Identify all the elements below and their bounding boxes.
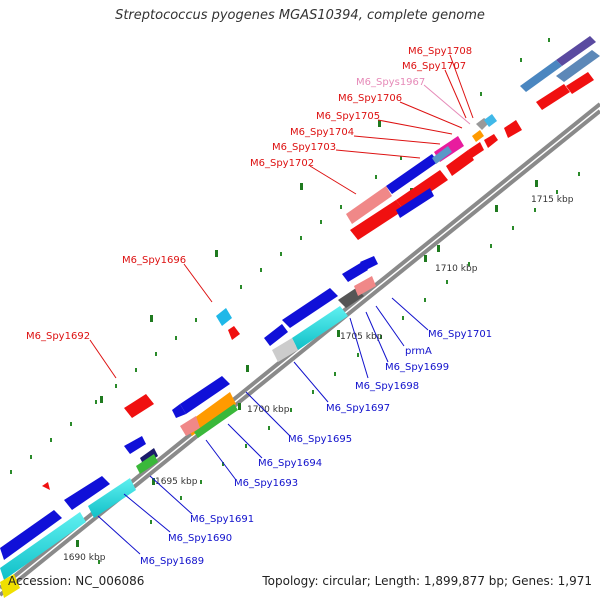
label-M6_Spy1690: M6_Spy1690: [168, 533, 232, 544]
reverse-gene-labels: M6_Spy1701 prmA M6_Spy1699 M6_Spy1698 M6…: [97, 297, 492, 567]
label-M6_Spy1698: M6_Spy1698: [355, 381, 419, 392]
label-M6_Spy1692: M6_Spy1692: [26, 331, 90, 342]
label-M6_Spy1703: M6_Spy1703: [272, 142, 336, 153]
gene-feature: [446, 150, 474, 176]
gene-feature: [536, 84, 570, 110]
inner-track-genes[interactable]: [0, 72, 594, 598]
genome-summary: Topology: circular; Length: 1,899,877 bp…: [262, 574, 592, 588]
guide-dots: [10, 38, 580, 564]
label-M6_Spy1705: M6_Spy1705: [316, 111, 380, 122]
gene-feature: [346, 186, 392, 224]
label-prmA: prmA: [405, 346, 432, 357]
gene-feature: [88, 478, 136, 518]
gene-feature: [282, 288, 338, 328]
tick-label-1700: 1700 kbp: [247, 405, 290, 415]
gene-feature: [194, 404, 238, 438]
accession-text: Accession: NC_006086: [8, 574, 145, 588]
gene-feature: [0, 574, 20, 598]
gene-feature: [354, 276, 376, 296]
label-M6_Spy1708: M6_Spy1708: [408, 46, 472, 57]
outer-track-genes[interactable]: [0, 36, 600, 560]
gene-feature: [566, 72, 594, 94]
axis-labels: 1690 kbp 1695 kbp 1700 kbp 1705 kbp 1710…: [63, 195, 574, 563]
label-M6_Spy1699: M6_Spy1699: [385, 362, 449, 373]
gene-feature: [42, 482, 50, 490]
gene-feature: [272, 338, 298, 362]
gene-feature: [396, 188, 434, 218]
gene-feature: [484, 114, 497, 127]
label-M6_Spy1695: M6_Spy1695: [288, 434, 352, 445]
gene-feature: [472, 130, 484, 142]
gene-feature: [64, 476, 110, 510]
gene-feature: [556, 36, 596, 66]
tick-label-1715: 1715 kbp: [531, 195, 574, 205]
gene-feature: [264, 324, 288, 346]
gene-feature: [386, 154, 438, 194]
gene-feature: [468, 142, 484, 158]
gene-feature: [228, 326, 240, 340]
gene-feature: [216, 308, 232, 326]
map-title: Streptococcus pyogenes MGAS10394, comple…: [115, 8, 485, 23]
gene-feature: [136, 454, 158, 474]
gene-feature: [180, 416, 200, 436]
gene-feature: [292, 306, 348, 350]
gene-feature: [504, 120, 522, 138]
tick-label-1705: 1705 kbp: [340, 332, 383, 342]
gene-feature: [432, 146, 452, 164]
label-M6_Spy1694: M6_Spy1694: [258, 458, 322, 469]
gene-feature: [520, 60, 562, 92]
gene-feature: [556, 50, 600, 82]
gene-feature: [484, 134, 498, 148]
label-M6_Spys1967: M6_Spys1967: [356, 77, 425, 88]
tick-label-1695: 1695 kbp: [155, 477, 198, 487]
gene-feature: [396, 170, 448, 210]
forward-gene-labels: M6_Spy1708 M6_Spy1707 M6_Spys1967 M6_Spy…: [26, 46, 474, 379]
label-M6_Spy1706: M6_Spy1706: [338, 93, 402, 104]
label-M6_Spy1689: M6_Spy1689: [140, 556, 204, 567]
gene-feature: [350, 200, 404, 240]
label-M6_Spy1702: M6_Spy1702: [250, 158, 314, 169]
backbone: [0, 102, 600, 597]
gene-feature: [342, 262, 368, 282]
gene-feature: [0, 512, 86, 580]
gene-feature: [124, 436, 146, 454]
gene-feature: [360, 256, 378, 270]
tick-label-1710: 1710 kbp: [435, 264, 478, 274]
gene-feature: [180, 376, 230, 414]
gene-feature: [172, 404, 186, 418]
gene-feature: [124, 394, 154, 418]
label-M6_Spy1697: M6_Spy1697: [326, 403, 390, 414]
gene-feature: [0, 510, 62, 560]
label-M6_Spy1704: M6_Spy1704: [290, 127, 354, 138]
label-M6_Spy1696: M6_Spy1696: [122, 255, 186, 266]
label-M6_Spy1693: M6_Spy1693: [234, 478, 298, 489]
label-M6_Spy1691: M6_Spy1691: [190, 514, 254, 525]
label-M6_Spy1701: M6_Spy1701: [428, 329, 492, 340]
tick-label-1690: 1690 kbp: [63, 553, 106, 563]
label-M6_Spy1707: M6_Spy1707: [402, 61, 466, 72]
